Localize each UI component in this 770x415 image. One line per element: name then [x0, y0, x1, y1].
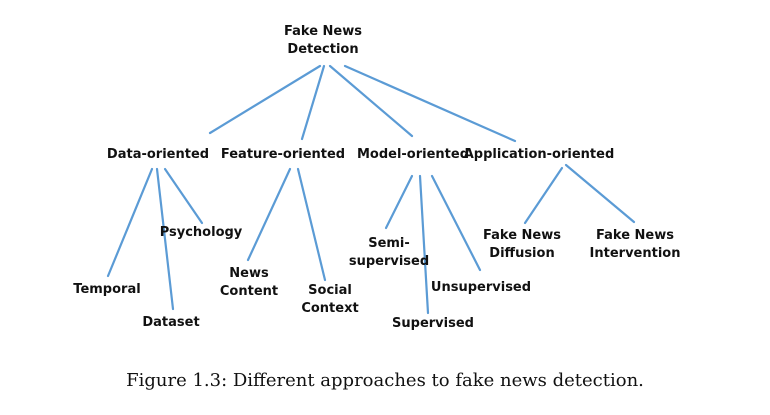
node-application-oriented: Application-oriented — [463, 147, 615, 162]
edge-model-semi-supervised — [384, 174, 414, 230]
edge-feature-social-context — [296, 167, 327, 282]
node-supervised: Supervised — [392, 316, 474, 331]
edge-root-feature — [300, 64, 326, 141]
edge-application-diffusion — [523, 166, 564, 225]
node-psychology: Psychology — [159, 225, 243, 240]
node-social-context: Social Context — [301, 283, 359, 316]
edge-model-unsupervised — [430, 174, 482, 272]
node-news-content: News Content — [219, 266, 279, 299]
node-dataset: Dataset — [142, 315, 200, 330]
edge-model-supervised — [418, 174, 430, 315]
node-model-oriented: Model-oriented — [356, 147, 470, 162]
edge-root-application — [343, 64, 517, 143]
edge-application-intervention — [564, 163, 636, 224]
node-fake-news-diffusion: Fake News Diffusion — [483, 228, 561, 261]
node-data-oriented: Data-oriented — [106, 147, 210, 162]
node-semi-supervised: Semi- supervised — [348, 236, 430, 269]
node-unsupervised: Unsupervised — [430, 280, 532, 295]
edge-root-model — [328, 64, 414, 138]
edge-data-dataset — [155, 167, 175, 311]
node-feature-oriented: Feature-oriented — [220, 147, 346, 162]
node-fake-news-intervention: Fake News Intervention — [589, 228, 681, 261]
node-temporal: Temporal — [73, 282, 141, 297]
edge-feature-news-content — [246, 167, 292, 262]
figure-caption: Figure 1.3: Different approaches to fake… — [126, 370, 644, 391]
edge-data-temporal — [106, 167, 154, 278]
edge-data-psychology — [163, 167, 204, 225]
edge-root-data — [208, 64, 322, 135]
node-root: Fake News Detection — [284, 24, 362, 57]
